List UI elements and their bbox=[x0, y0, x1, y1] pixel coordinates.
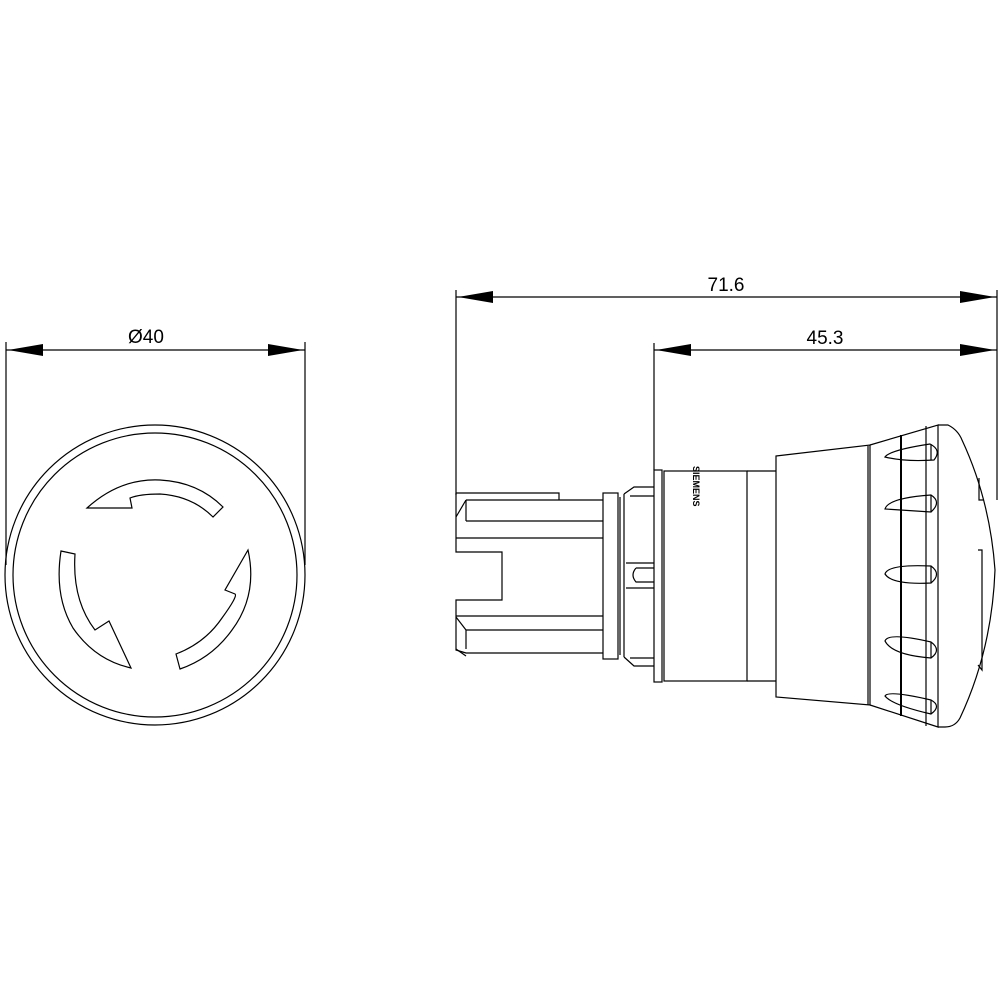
arrow-right-icon bbox=[960, 291, 995, 303]
front-view: Ø40 bbox=[4, 327, 306, 726]
arrow-left-icon bbox=[458, 291, 493, 303]
twist-release-arrows-icon bbox=[58, 479, 252, 670]
rear-latch-body bbox=[455, 492, 621, 660]
diameter-label: Ø40 bbox=[128, 327, 164, 348]
brand-marking: SIEMENS bbox=[691, 466, 701, 507]
front-length-label: 45.3 bbox=[807, 328, 844, 349]
overall-length-label: 71.6 bbox=[708, 275, 745, 296]
button-outer-ring bbox=[4, 424, 306, 726]
arrow-right-icon bbox=[268, 344, 303, 356]
front-flange: SIEMENS bbox=[653, 466, 776, 683]
button-inner-ring bbox=[12, 432, 298, 718]
mounting-nut bbox=[623, 486, 654, 667]
side-view: 71.6 45.3 bbox=[455, 275, 998, 728]
arrow-left-icon bbox=[656, 344, 691, 356]
mushroom-head bbox=[775, 424, 996, 728]
arrow-right-icon bbox=[960, 344, 995, 356]
arrow-left-icon bbox=[8, 344, 43, 356]
